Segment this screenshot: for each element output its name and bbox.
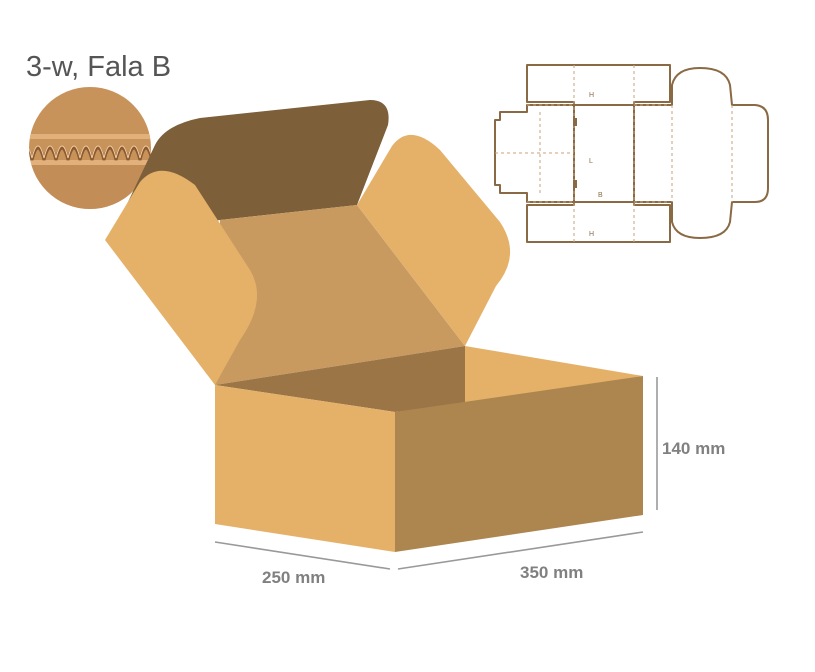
- die-bottom-flap: [526, 201, 671, 243]
- width-dimension-line: [214, 541, 391, 570]
- width-label: 250 mm: [262, 568, 325, 587]
- die-mark-h-bottom: H: [589, 231, 594, 238]
- box-illustration: [105, 100, 643, 552]
- left-flap: [105, 170, 258, 385]
- die-mark-b: B: [598, 192, 603, 199]
- die-cut-template: H L B H: [494, 64, 769, 243]
- box-front-face: [215, 385, 395, 552]
- die-mark-h-top: H: [589, 92, 594, 99]
- die-top-flap: [526, 64, 671, 106]
- inside-back-wall: [215, 205, 465, 385]
- die-center-panel: [573, 104, 635, 203]
- die-mark-l: L: [589, 158, 593, 165]
- height-label: 140 mm: [662, 439, 725, 458]
- length-label: 350 mm: [520, 563, 583, 582]
- right-flap: [357, 134, 511, 346]
- box-right-face: [395, 376, 643, 552]
- inside-right-wall: [465, 346, 643, 405]
- dimension-lines: [214, 377, 658, 570]
- material-label: 3-w, Fala B: [26, 51, 171, 83]
- die-lid-panel: [633, 67, 769, 239]
- inside-floor: [215, 346, 465, 412]
- length-dimension-line: [397, 531, 644, 570]
